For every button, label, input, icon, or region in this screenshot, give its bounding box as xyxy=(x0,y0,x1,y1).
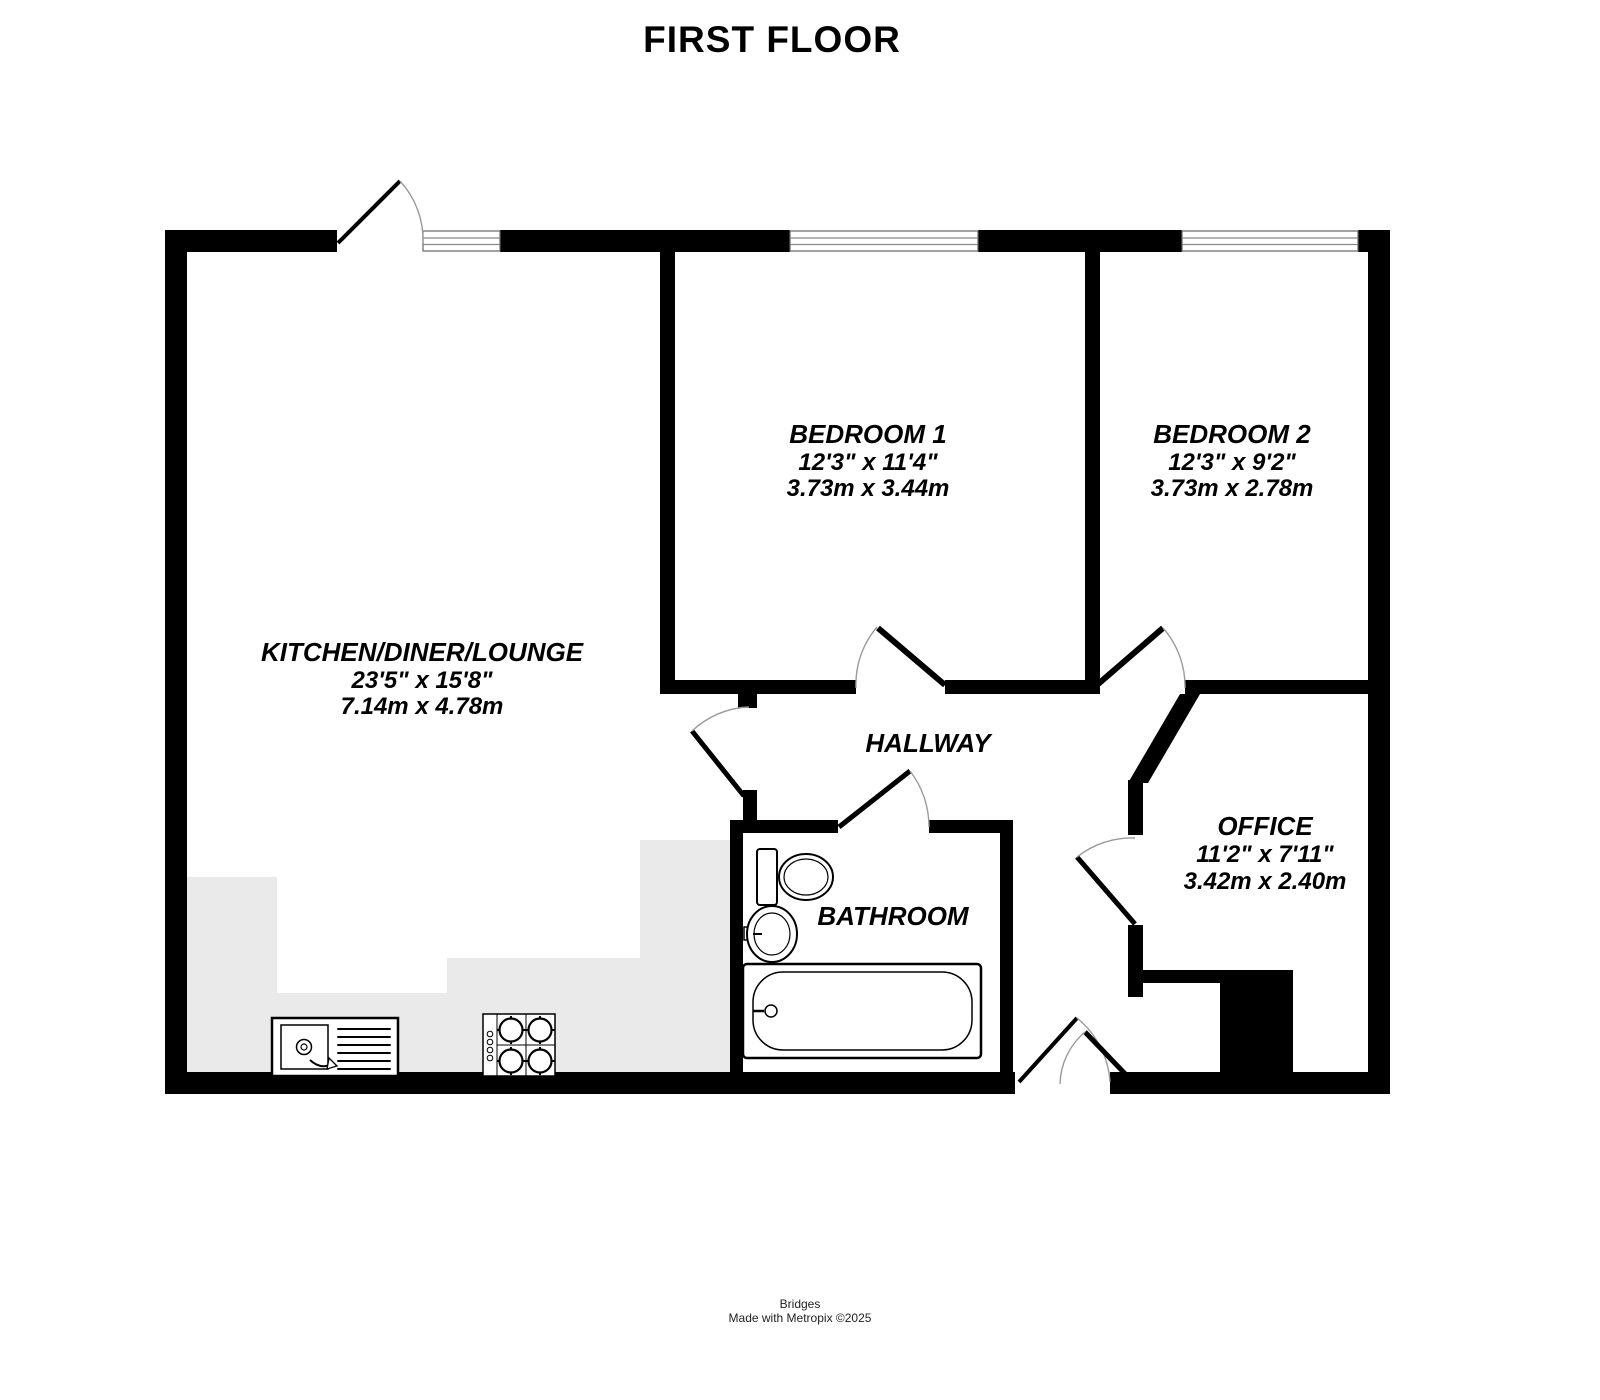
kitchen-name: KITCHEN/DINER/LOUNGE xyxy=(261,637,584,667)
door-kitchen-top xyxy=(336,179,424,245)
bedroom1-metric: 3.73m x 3.44m xyxy=(787,475,950,502)
page-title: FIRST FLOOR xyxy=(643,19,901,60)
outer-walls xyxy=(165,230,1390,1094)
wall-bathroom-right xyxy=(1000,820,1013,1072)
room-label-bedroom2: BEDROOM 2 12'3" x 9'2" 3.73m x 2.78m xyxy=(1151,419,1314,502)
wall-bedroom1-bottom-left xyxy=(660,680,856,694)
kitchen-hob xyxy=(482,1013,556,1077)
footer-line1: Bridges xyxy=(780,1297,821,1311)
wall-bottom-right xyxy=(1110,1072,1390,1094)
hallway-label: HALLWAY xyxy=(865,728,993,758)
wall-hallway-stub-lower xyxy=(743,790,757,825)
wall-right xyxy=(1368,230,1390,1094)
bedroom2-name: BEDROOM 2 xyxy=(1153,419,1311,449)
bedroom1-name: BEDROOM 1 xyxy=(789,419,946,449)
wall-office-left-lower xyxy=(1128,925,1143,997)
windows xyxy=(422,230,1359,252)
wall-office-bottom xyxy=(1138,970,1293,983)
window-bedroom2 xyxy=(1181,230,1359,252)
wall-bottom-left xyxy=(165,1072,1015,1094)
bathroom-bathtub xyxy=(741,962,983,1060)
room-label-bedroom1: BEDROOM 1 12'3" x 11'4" 3.73m x 3.44m xyxy=(787,419,950,502)
bedroom2-imperial: 12'3" x 9'2" xyxy=(1168,449,1296,476)
window-kitchen xyxy=(422,230,501,252)
wall-bedroom1-bedroom2-divider xyxy=(1085,252,1100,694)
door-bedroom1 xyxy=(855,625,947,689)
wall-top-2 xyxy=(500,230,790,252)
window-bedroom1 xyxy=(789,230,979,252)
kitchen-imperial: 23'5" x 15'8" xyxy=(351,667,494,694)
footer-credit: Bridges Made with Metropix ©2025 xyxy=(729,1297,872,1325)
room-label-kitchen: KITCHEN/DINER/LOUNGE 23'5" x 15'8" 7.14m… xyxy=(261,637,584,720)
kitchen-counter-area xyxy=(187,840,730,1072)
wall-hallway-stub-upper xyxy=(738,694,757,708)
door-bathroom xyxy=(837,769,930,829)
wall-bathroom-top-left xyxy=(730,820,838,833)
door-bedroom2 xyxy=(1095,625,1186,689)
door-store-pocket xyxy=(1059,1030,1133,1085)
footer-line2: Made with Metropix ©2025 xyxy=(729,1311,872,1325)
bathroom-basin xyxy=(743,905,798,963)
bathroom-toilet xyxy=(756,848,834,906)
counter-right-column xyxy=(640,840,730,1072)
wall-bedroom1-bottom-right xyxy=(945,680,1100,694)
office-name: OFFICE xyxy=(1217,811,1313,841)
bedroom1-imperial: 12'3" x 11'4" xyxy=(798,449,938,476)
wall-office-angled xyxy=(1128,694,1200,783)
wall-kitchen-bedroom1-divider xyxy=(660,252,675,694)
wall-bedroom2-bottom xyxy=(1185,680,1390,694)
door-kitchen-hallway xyxy=(690,706,750,798)
office-metric: 3.42m x 2.40m xyxy=(1184,868,1347,895)
doors xyxy=(336,179,1186,1085)
kitchen-sink xyxy=(270,1016,400,1078)
kitchen-metric: 7.14m x 4.78m xyxy=(341,693,504,720)
bathroom-label: BATHROOM xyxy=(817,901,970,931)
wall-office-left-upper xyxy=(1128,780,1143,835)
room-label-office: OFFICE 11'2" x 7'11" 3.42m x 2.40m xyxy=(1184,811,1347,895)
wall-bathroom-left xyxy=(730,820,743,1072)
wall-bathroom-top-right xyxy=(929,820,1013,833)
wall-solid-void-block xyxy=(1220,983,1293,1072)
office-imperial: 11'2" x 7'11" xyxy=(1196,841,1334,868)
door-entrance xyxy=(1017,1016,1111,1084)
wall-top-1 xyxy=(165,230,337,252)
bedroom2-metric: 3.73m x 2.78m xyxy=(1151,475,1314,502)
wall-top-3 xyxy=(978,230,1182,252)
interior-walls xyxy=(660,252,1390,1072)
wall-left xyxy=(165,230,187,1094)
door-office xyxy=(1075,837,1137,926)
